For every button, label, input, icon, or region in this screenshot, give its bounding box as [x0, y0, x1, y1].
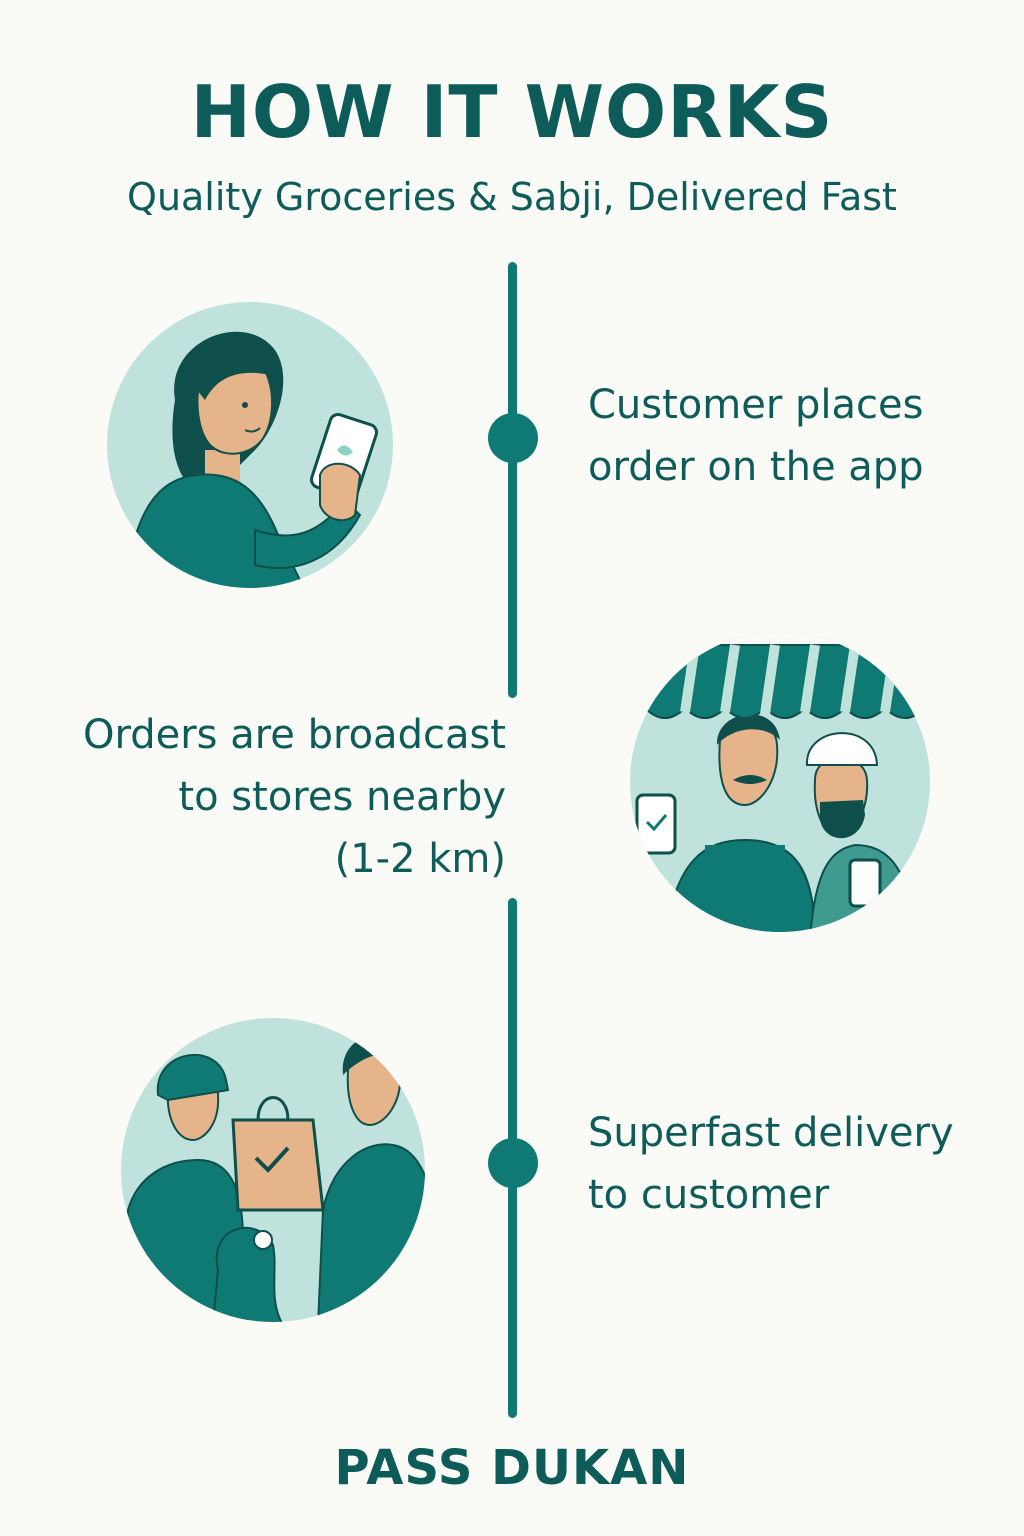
- shopkeepers-icon: [625, 630, 935, 940]
- step-1-text: Customer places order on the app: [588, 374, 924, 498]
- step-2-text: Orders are broadcast to stores nearby (1…: [83, 704, 506, 890]
- step-3-line-2: to customer: [588, 1172, 830, 1218]
- step-3-line-1: Superfast delivery: [588, 1110, 954, 1156]
- step-1-line-1: Customer places: [588, 382, 924, 428]
- step-2-line-1: Orders are broadcast: [83, 712, 506, 758]
- woman-phone-icon: [105, 300, 395, 590]
- page-subtitle: Quality Groceries & Sabji, Delivered Fas…: [127, 175, 897, 219]
- delivery-handoff-icon: [108, 1010, 443, 1325]
- page-title: HOW IT WORKS: [190, 70, 834, 154]
- brand-name: PASS DUKAN: [334, 1440, 690, 1496]
- timeline-dot-step-1: [488, 413, 538, 463]
- step-2-line-2: to stores nearby: [178, 774, 506, 820]
- step-3-text: Superfast delivery to customer: [588, 1102, 954, 1226]
- timeline-line-top: [508, 262, 517, 698]
- step-1-line-2: order on the app: [588, 444, 924, 490]
- timeline-dot-step-3: [488, 1138, 538, 1188]
- step-2-line-3: (1-2 km): [334, 836, 506, 882]
